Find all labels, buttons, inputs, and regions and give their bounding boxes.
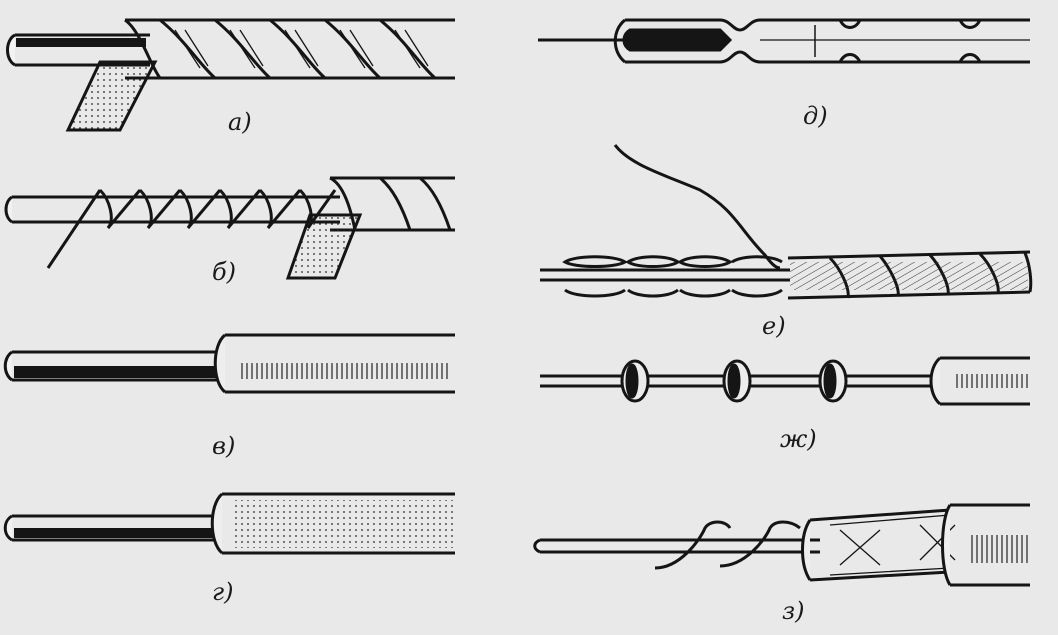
label-v: в) bbox=[212, 432, 236, 460]
label-g: г) bbox=[212, 578, 234, 606]
label-zh: ж) bbox=[780, 425, 817, 453]
label-a: а) bbox=[228, 108, 252, 136]
panel-zh-drawing bbox=[540, 356, 1030, 406]
label-e: е) bbox=[762, 312, 786, 340]
panel-z-drawing bbox=[533, 503, 1030, 587]
label-z: з) bbox=[782, 597, 805, 625]
panel-v-drawing bbox=[3, 333, 455, 394]
panel-d-drawing bbox=[538, 18, 1030, 64]
panel-g-drawing bbox=[3, 492, 455, 555]
panel-e-drawing bbox=[540, 144, 1033, 300]
label-b: б) bbox=[212, 258, 237, 286]
panel-a-drawing bbox=[6, 18, 455, 132]
panel-b-drawing bbox=[4, 176, 455, 280]
label-d: д) bbox=[803, 102, 828, 130]
